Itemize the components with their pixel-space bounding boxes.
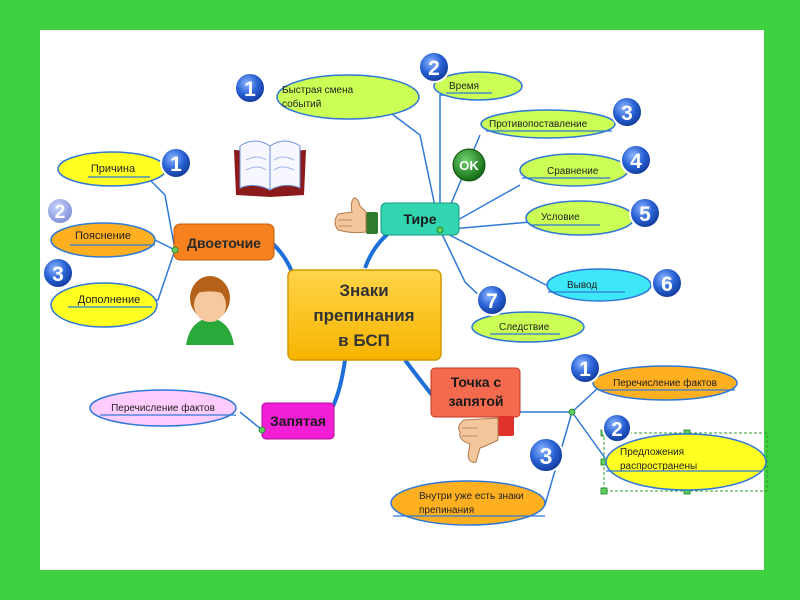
badge-semicolon-1: 1 <box>569 352 601 384</box>
link-comma-item <box>239 411 263 431</box>
link-prichina <box>149 179 176 251</box>
dopolnenie-label: Дополнение <box>78 294 140 306</box>
badge-dash-5: 5 <box>629 197 661 229</box>
central-topic[interactable]: Знаки препинания в БСП <box>287 269 442 361</box>
badge-colon-2: 2 <box>46 197 74 225</box>
prichina-label: Причина <box>91 163 136 175</box>
link-vyvod <box>439 229 549 287</box>
colon-topic[interactable]: Двоеточие <box>173 223 275 261</box>
semicolon-item-predlozheniya[interactable]: Предложения распространены <box>605 433 767 491</box>
svg-text:2: 2 <box>611 419 622 441</box>
badge-dash-2: 2 <box>418 51 450 83</box>
predlozheniya-line-2: распространены <box>620 461 697 472</box>
colon-label: Двоеточие <box>187 235 261 251</box>
svg-text:3: 3 <box>52 263 64 286</box>
vnutri-line-1: Внутри уже есть знаки <box>419 491 524 502</box>
semicolon-item-perechislenie[interactable]: Перечисление фактов <box>592 365 738 401</box>
dash-item-vremya[interactable]: Время <box>433 71 523 101</box>
svg-text:6: 6 <box>661 273 673 296</box>
vyvod-label: Вывод <box>567 280 597 291</box>
sravnenie-label: Сравнение <box>547 166 599 177</box>
sledstvie-label: Следствие <box>499 322 550 333</box>
badge-colon-1: 1 <box>160 147 192 179</box>
dash-item-sledstvie[interactable]: Следствие <box>471 311 585 343</box>
person-icon <box>186 276 234 345</box>
bystraya-line-1: Быстрая смена <box>282 85 354 96</box>
svg-text:3: 3 <box>540 443 553 469</box>
badge-dash-3: 3 <box>611 96 643 128</box>
colon-item-prichina[interactable]: Причина <box>57 151 167 187</box>
thumbs-up-icon <box>334 197 378 234</box>
central-line-3: в БСП <box>338 331 390 350</box>
central-line-1: Знаки <box>339 281 388 300</box>
badge-semicolon-2: 2 <box>602 413 632 443</box>
vnutri-line-2: препинания <box>419 505 474 516</box>
svg-text:1: 1 <box>244 78 256 101</box>
dash-label: Тире <box>404 211 437 227</box>
semicolon-item-vnutri[interactable]: Внутри уже есть знаки препинания <box>390 480 546 526</box>
badge-dash-6: 6 <box>651 267 683 299</box>
comma-label: Запятая <box>270 413 326 429</box>
uslovie-label: Условие <box>541 212 580 223</box>
open-book-icon <box>234 140 306 197</box>
bystraya-line-2: событий <box>282 98 321 110</box>
thumbs-down-icon <box>458 416 514 463</box>
predlozheniya-line-1: Предложения <box>620 447 684 458</box>
link-predlozheniya <box>571 411 606 459</box>
colon-item-poyasnenie[interactable]: Пояснение <box>50 222 156 258</box>
svg-text:1: 1 <box>579 358 591 381</box>
dash-item-protivo[interactable]: Противопоставление <box>480 109 616 139</box>
dash-item-vyvod[interactable]: Вывод <box>546 268 652 302</box>
svg-text:2: 2 <box>428 57 440 80</box>
vremya-label: Время <box>449 81 479 92</box>
comma-item[interactable]: Перечисление фактов <box>89 389 237 427</box>
colon-item-dopolnenie[interactable]: Дополнение <box>50 282 158 328</box>
branch-colon <box>270 241 294 273</box>
svg-text:5: 5 <box>639 203 651 226</box>
junction-dots <box>171 226 576 434</box>
link-poyasnenie <box>154 239 176 251</box>
protivo-label: Противопоставление <box>489 119 588 130</box>
branch-semicolon <box>403 358 434 397</box>
poyasnenie-label: Пояснение <box>75 230 131 242</box>
svg-text:2: 2 <box>55 202 66 223</box>
badge-dash-4: 4 <box>620 144 652 176</box>
svg-text:7: 7 <box>486 290 498 313</box>
svg-text:OK: OK <box>459 158 479 173</box>
badge-dash-1: 1 <box>234 72 266 104</box>
perechislenie-label: Перечисление фактов <box>613 377 717 389</box>
link-bystraya <box>379 104 441 231</box>
dash-item-sravnenie[interactable]: Сравнение <box>519 153 629 187</box>
comma-item-label: Перечисление фактов <box>111 402 215 414</box>
badge-dash-7: 7 <box>476 284 508 316</box>
svg-text:1: 1 <box>170 153 182 176</box>
svg-text:4: 4 <box>630 150 642 173</box>
central-line-2: препинания <box>313 306 414 325</box>
dash-topic[interactable]: Тире <box>380 202 460 236</box>
badge-semicolon-3: 3 <box>528 437 564 473</box>
svg-text:3: 3 <box>621 102 633 125</box>
comma-topic[interactable]: Запятая <box>261 402 335 440</box>
dash-item-bystraya[interactable]: Быстрая смена событий <box>276 74 420 120</box>
ok-badge-icon: OK <box>452 148 486 182</box>
badge-colon-3: 3 <box>42 257 74 289</box>
semicolon-topic[interactable]: Точка с запятой <box>430 367 521 418</box>
semicolon-line-1: Точка с <box>451 374 502 390</box>
dash-item-uslovie[interactable]: Условие <box>525 200 635 236</box>
semicolon-line-2: запятой <box>448 393 503 409</box>
